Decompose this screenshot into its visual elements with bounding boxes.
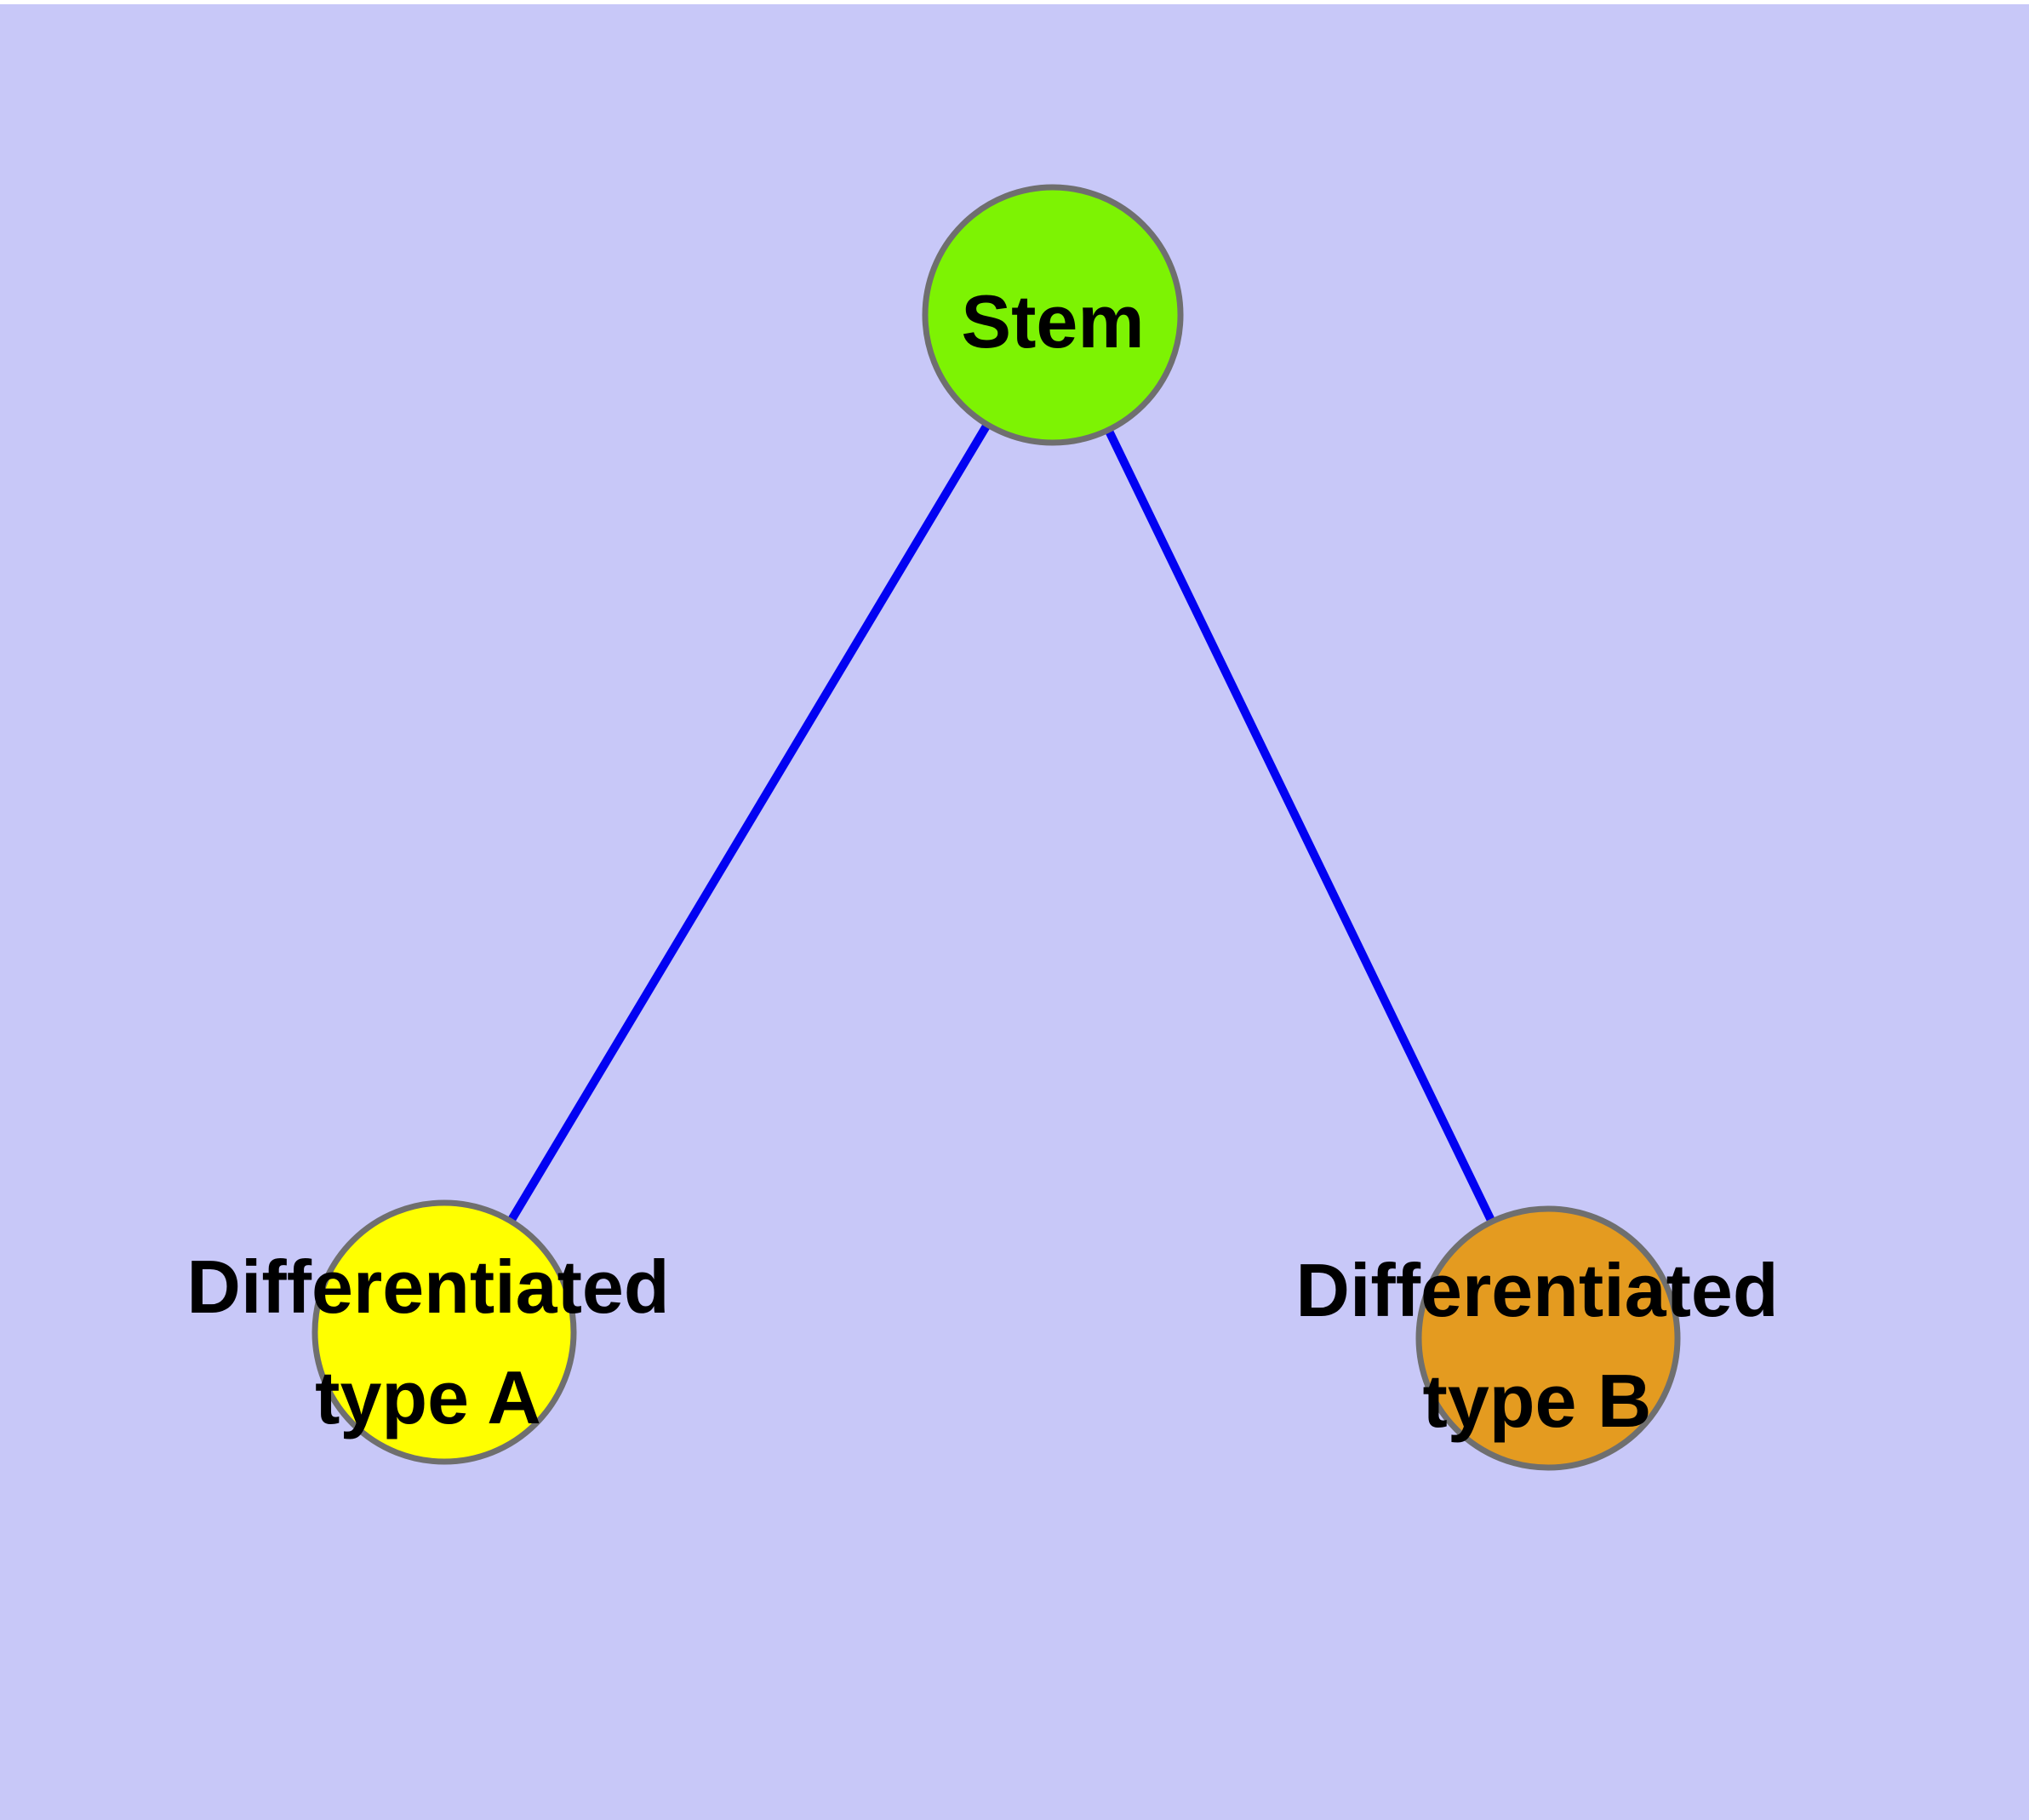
node-type-a-circle	[311, 1199, 577, 1465]
node-type-b-circle	[1415, 1205, 1681, 1471]
node-type-a-label-line2: type A	[315, 1355, 541, 1439]
node-stem-label: Stem	[961, 279, 1144, 363]
edge-stem-to-type-b	[1049, 312, 1552, 1341]
node-type-b-label-line1: Differentiated	[1295, 1248, 1778, 1332]
edge-stem-to-type-a	[440, 312, 1057, 1335]
node-stem-circle	[922, 184, 1184, 446]
top-border-strip	[0, 0, 2029, 4]
node-type-a-label-line1: Differentiated	[186, 1245, 669, 1329]
node-type-b-label-line2: type B	[1423, 1359, 1652, 1443]
